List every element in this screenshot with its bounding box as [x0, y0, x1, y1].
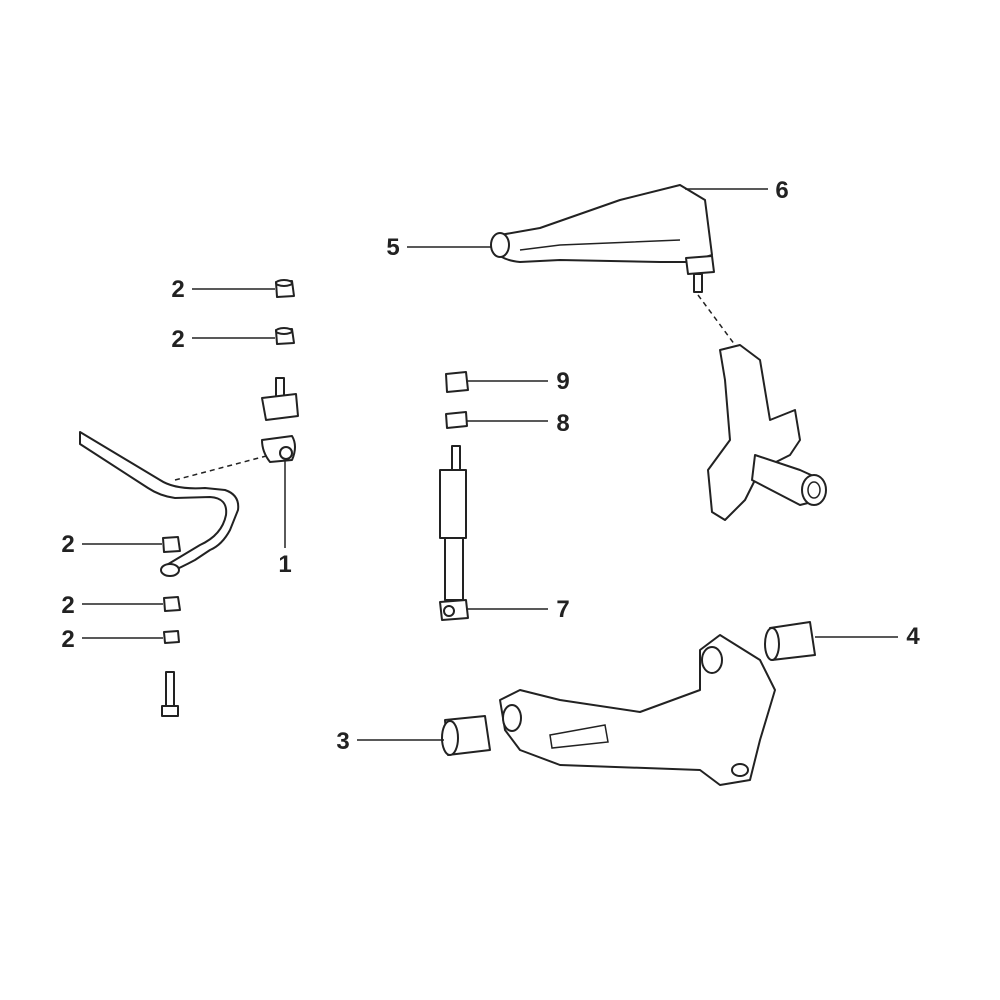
- shock-absorber: [439, 445, 469, 621]
- bushing-2a: [275, 279, 295, 298]
- callout-9: 9: [556, 368, 570, 395]
- callout-4: 4: [906, 623, 920, 650]
- bushing-8: [445, 411, 468, 429]
- bushing-2d: [163, 596, 181, 612]
- callout-2: 2: [61, 626, 75, 653]
- bushing-2b: [275, 327, 295, 345]
- callout-2: 2: [61, 531, 75, 558]
- stabilizer-bar: [79, 431, 240, 577]
- bushing-2e: [163, 630, 180, 644]
- bushing-2c: [162, 536, 181, 553]
- callout-8: 8: [556, 410, 570, 437]
- link-bolt: [161, 671, 179, 717]
- lower-control-arm: [499, 634, 776, 786]
- callout-2: 2: [61, 592, 75, 619]
- steering-knuckle: [707, 344, 827, 521]
- bushing-4: [764, 621, 816, 661]
- stabilizer-bracket: [261, 377, 299, 463]
- callout-7: 7: [556, 596, 570, 623]
- callout-1: 1: [278, 551, 292, 578]
- bushing-3: [441, 715, 491, 756]
- callout-6: 6: [775, 177, 789, 204]
- bushing-9: [445, 371, 469, 393]
- callout-2: 2: [171, 326, 185, 353]
- callout-2: 2: [171, 276, 185, 303]
- callout-5: 5: [386, 234, 400, 261]
- callout-3: 3: [336, 728, 350, 755]
- upper-control-arm: [490, 184, 715, 293]
